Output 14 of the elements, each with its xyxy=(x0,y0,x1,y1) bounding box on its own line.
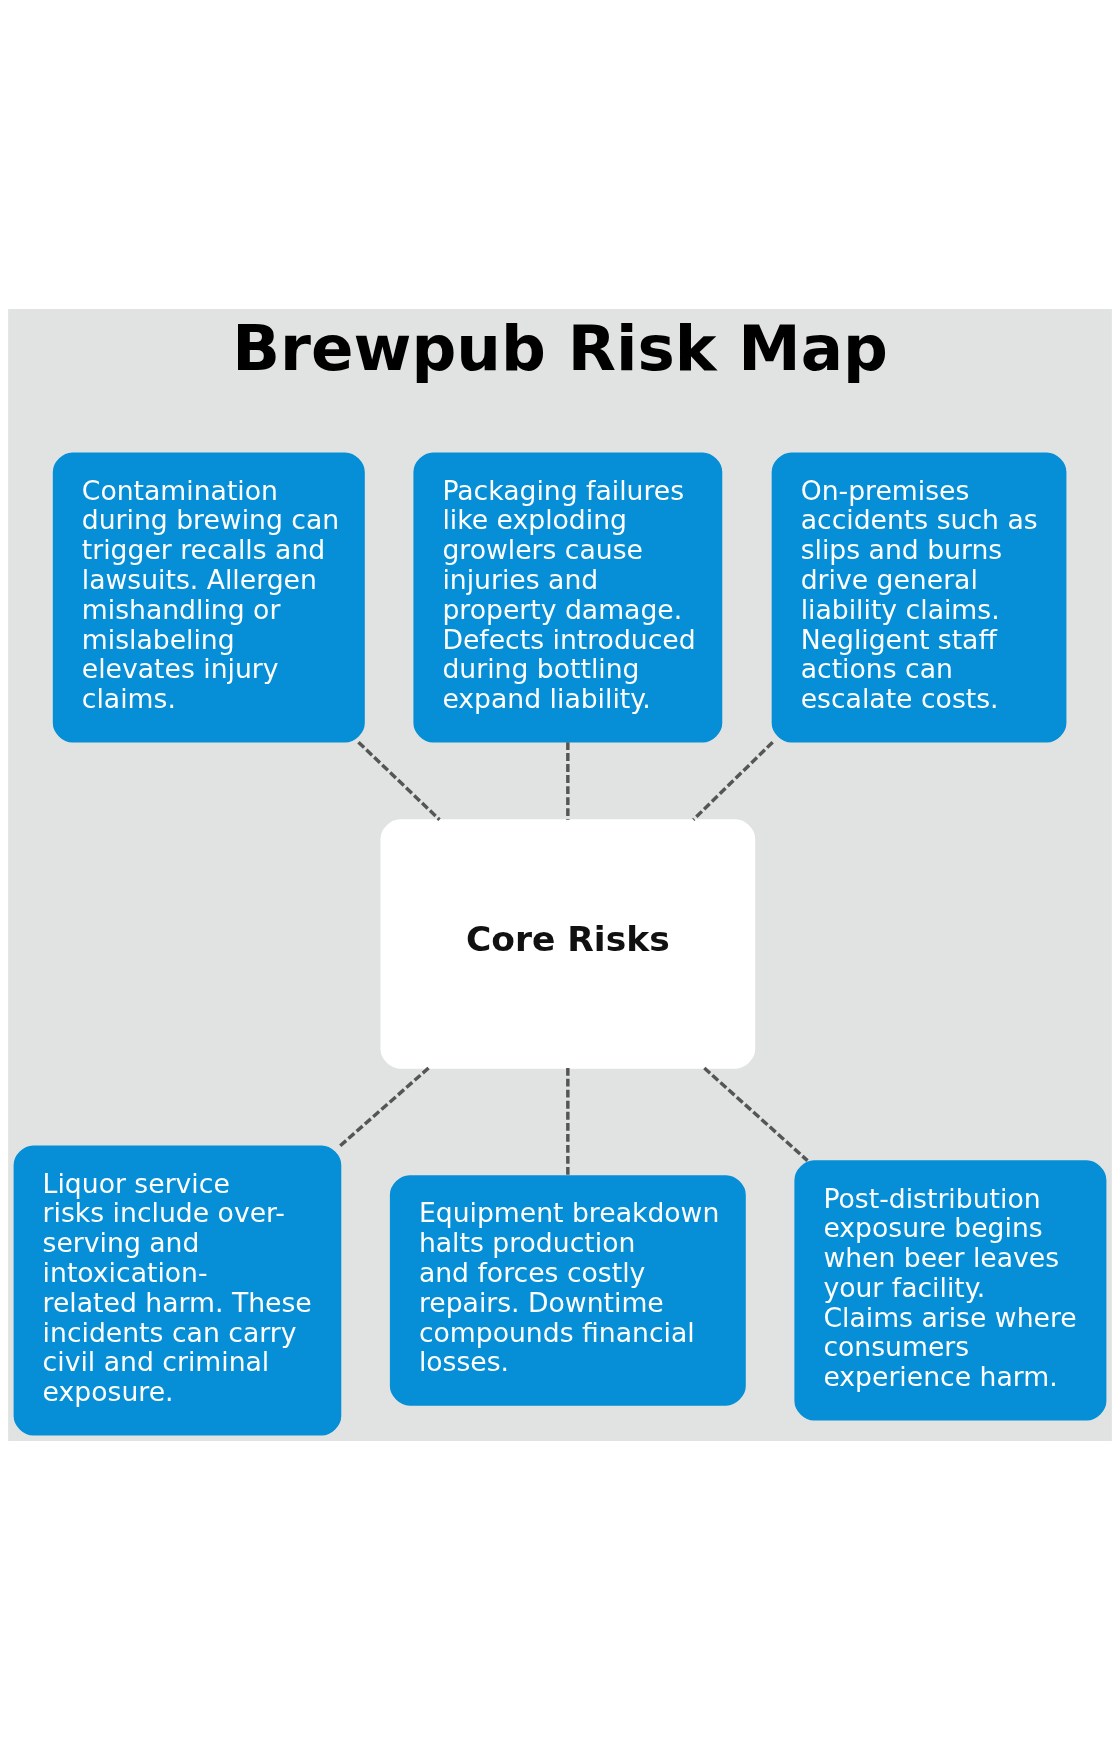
node-box: Packaging failures like exploding growlers cause injuries and property damage. Defects introduced during bottling expand liability. xyxy=(413,452,723,743)
node-box: On-premises accidents such as slips and burns drive general liability claims. Negligent staff actions can escalate costs. xyxy=(771,452,1067,743)
node-box: Equipment breakdown halts production and forces costly repairs. Downtime compounds financial losses. xyxy=(389,1175,746,1406)
connector xyxy=(703,1066,809,1162)
connector xyxy=(692,740,774,821)
connector xyxy=(338,1066,430,1148)
diagram-title: Brewpub Risk Map xyxy=(232,312,888,386)
connector xyxy=(566,1068,570,1176)
node-box: Core Risks xyxy=(380,819,756,1069)
node-box: Post-distribution exposure begins when beer leaves your facility. Claims arise where consumers experience harm. xyxy=(794,1160,1107,1421)
node-box: Contamination during brewing can trigger recalls and lawsuits. Allergen mishandling or mislabeling elevates injury claims. xyxy=(52,452,365,743)
connector xyxy=(357,740,441,821)
connector xyxy=(566,742,570,820)
node-box: Liquor service risks include over-serving and intoxication-related harm. These incidents can carry civil and criminal exposure. xyxy=(13,1145,342,1436)
